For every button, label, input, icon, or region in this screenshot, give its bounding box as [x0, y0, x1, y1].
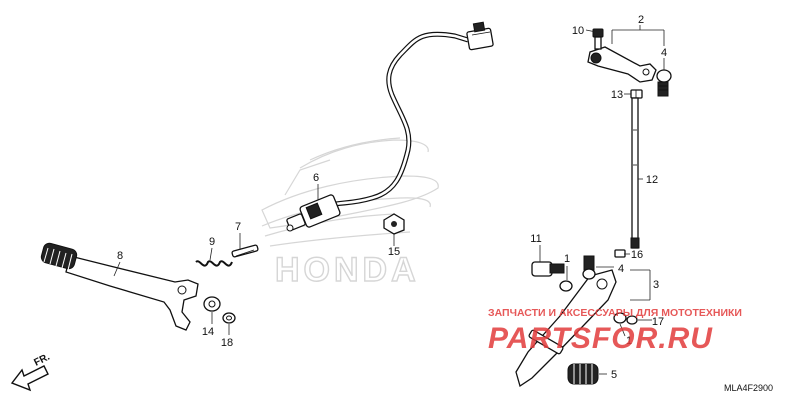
pivot-bolt-11	[531, 261, 565, 277]
washer-1-upper	[559, 280, 573, 292]
callout-17: 17	[652, 316, 664, 328]
callout-18: 18	[221, 337, 233, 349]
pedal-rubber-5	[567, 363, 599, 385]
nut-16	[614, 249, 626, 258]
shift-rod-12	[630, 97, 640, 249]
callout-12: 12	[646, 174, 658, 186]
harness-connector	[466, 21, 494, 51]
bolt-10	[592, 28, 604, 50]
shift-arm-assembly	[587, 28, 672, 99]
callout-1-lower: 1	[626, 335, 632, 347]
spring-9	[195, 260, 233, 267]
shift-arm-body	[587, 46, 657, 83]
callout-15: 15	[388, 246, 400, 258]
callout-6: 6	[313, 172, 319, 184]
callout-5: 5	[611, 369, 617, 381]
neutral-switch-body	[286, 194, 341, 232]
callout-9: 9	[209, 236, 215, 248]
callout-1: 1	[564, 253, 570, 265]
front-direction-arrow: FR.	[10, 351, 52, 392]
shop-watermark: ЗАПЧАСТИ И АКСЕССУАРЫ ДЛЯ МОТОТЕХНИКИ PA…	[488, 307, 742, 355]
callout-2: 2	[638, 14, 644, 26]
clip-18	[222, 312, 236, 324]
rod-joint-4-lower	[582, 255, 596, 280]
nut-13	[630, 89, 643, 99]
direction-label: FR.	[32, 351, 52, 368]
callout-4: 4	[661, 47, 667, 59]
harness-cable	[329, 31, 469, 208]
callout-10: 10	[572, 25, 584, 37]
callout-14: 14	[202, 326, 214, 338]
wiring-harness-6	[286, 21, 494, 235]
brand-watermark: HONDA	[275, 251, 420, 289]
washer-1-lower	[613, 312, 627, 324]
callout-4-lower: 4	[618, 263, 624, 275]
clamp-15	[383, 213, 405, 235]
pin-7	[231, 244, 259, 258]
peg-shaft	[528, 329, 564, 355]
washer-14	[203, 296, 221, 312]
pedal-8	[40, 242, 199, 331]
clip-17	[626, 315, 638, 325]
pedal-rubber	[40, 242, 78, 271]
leader-lines	[113, 25, 665, 375]
rod-end-joint-4	[656, 69, 672, 97]
callout-13: 13	[611, 89, 623, 101]
callout-11: 11	[530, 233, 541, 245]
shop-caption: ЗАПЧАСТИ И АКСЕССУАРЫ ДЛЯ МОТОТЕХНИКИ	[488, 307, 742, 319]
callout-7: 7	[235, 221, 241, 233]
callout-3: 3	[653, 279, 659, 291]
callout-16: 16	[631, 249, 643, 261]
diagram-code: MLA4F2900	[724, 383, 773, 393]
callout-labels: 2 10 4 13 12 6 7 9 8 15 11 16 1 4 3 14 1…	[117, 14, 667, 381]
shop-logo: PARTSFOR.RU	[488, 322, 713, 355]
callout-8: 8	[117, 250, 123, 262]
shift-pedal-3	[515, 255, 638, 388]
